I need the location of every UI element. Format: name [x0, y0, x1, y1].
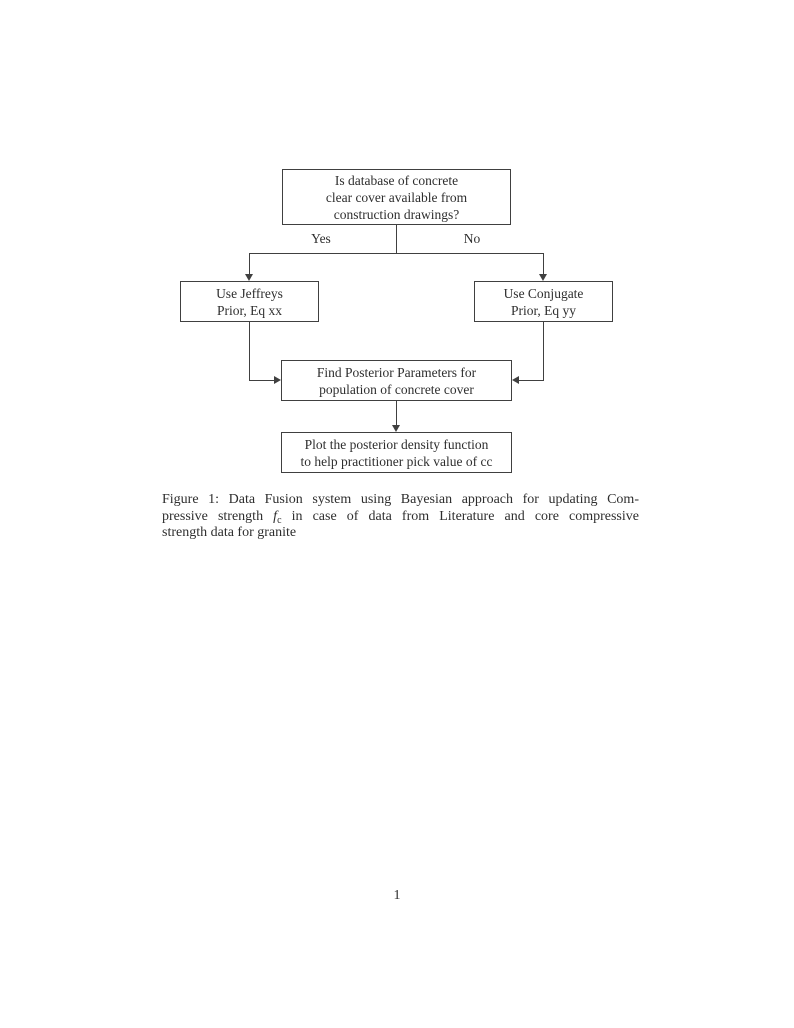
- plot-density-box-line: Plot the posterior density function: [304, 436, 489, 452]
- math-variable-f: f: [273, 508, 278, 524]
- connector-branch-split: [249, 253, 544, 254]
- posterior-parameters-box: Find Posterior Parameters for population…: [281, 360, 512, 401]
- conjugate-prior-box-line: Prior, Eq yy: [510, 302, 577, 318]
- connector-yes-drop: [249, 253, 250, 276]
- connector-decision-stem: [396, 224, 397, 254]
- page-number: 1: [393, 888, 401, 903]
- plot-density-box-line: to help practitioner pick value of cc: [300, 453, 493, 469]
- conjugate-prior-box-line: Use Conjugate: [503, 285, 584, 301]
- no-branch-label: No: [463, 231, 481, 246]
- caption-text: in case of data from Literature and core…: [281, 508, 639, 524]
- yes-branch-label: Yes: [311, 231, 331, 246]
- arrowhead-yes-down-icon: [245, 274, 253, 281]
- connector-jeffreys-horizontal: [249, 380, 276, 381]
- arrowhead-posterior-down-icon: [392, 425, 400, 432]
- jeffreys-prior-box-line: Use Jeffreys: [216, 285, 283, 301]
- decision-box-line: clear cover available from: [325, 189, 468, 205]
- math-subscript-c: c: [277, 514, 282, 526]
- decision-box: Is database of concrete clear cover avai…: [282, 169, 511, 225]
- caption-line-2: pressive strength fc in case of data fro…: [162, 509, 639, 526]
- posterior-parameters-box-line: population of concrete cover: [319, 381, 474, 397]
- arrowhead-conjugate-left-icon: [512, 376, 519, 384]
- connector-no-drop: [543, 253, 544, 276]
- figure-caption: Figure 1: Data Fusion system using Bayes…: [162, 492, 639, 542]
- arrowhead-jeffreys-right-icon: [274, 376, 281, 384]
- caption-text: pressive strength: [162, 508, 274, 524]
- jeffreys-prior-box-line: Prior, Eq xx: [216, 302, 283, 318]
- plot-density-box: Plot the posterior density function to h…: [281, 432, 512, 473]
- connector-posterior-stem: [396, 401, 397, 427]
- decision-box-line: construction drawings?: [333, 206, 460, 222]
- arrowhead-no-down-icon: [539, 274, 547, 281]
- caption-line-3: strength data for granite: [162, 525, 297, 541]
- decision-box-line: Is database of concrete: [334, 172, 459, 188]
- conjugate-prior-box: Use Conjugate Prior, Eq yy: [474, 281, 613, 322]
- caption-line-1: Figure 1: Data Fusion system using Bayes…: [162, 492, 639, 507]
- connector-jeffreys-down: [249, 321, 250, 381]
- connector-conjugate-horizontal: [517, 380, 544, 381]
- connector-conjugate-down: [543, 321, 544, 381]
- jeffreys-prior-box: Use Jeffreys Prior, Eq xx: [180, 281, 319, 322]
- posterior-parameters-box-line: Find Posterior Parameters for: [316, 364, 477, 380]
